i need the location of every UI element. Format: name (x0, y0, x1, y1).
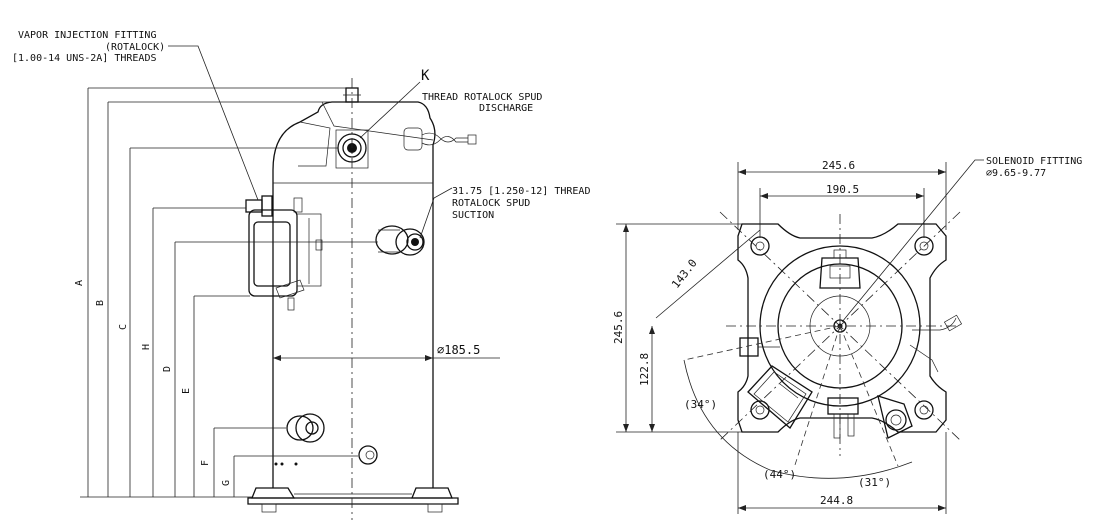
suction-callout-line2: ROTALOCK SPUD (452, 198, 530, 209)
base-plate-outline (737, 223, 947, 433)
discharge-callout-line2: DISCHARGE (479, 103, 533, 114)
dim-letter-h: H (141, 344, 152, 350)
k-letter: K (421, 68, 430, 84)
height-left-label: 245.6 (612, 311, 625, 344)
width-top-label: 245.6 (822, 159, 855, 172)
dim-letter-d: D (162, 366, 173, 372)
suction-callout-line3: SUCTION (452, 210, 494, 221)
lower-fitting-upper (286, 413, 325, 443)
diameter-dimension (273, 355, 500, 361)
height-mid-label: 122.8 (638, 353, 651, 386)
solenoid-leader (841, 159, 984, 323)
angle-31-label: (31°) (858, 476, 891, 489)
angle-line-31 (839, 325, 899, 467)
left-height-dimensions (616, 223, 742, 433)
dim-letter-c: C (118, 324, 129, 330)
vapor-callout-line2: (ROTALOCK) (105, 42, 165, 53)
vapor-injection-fitting (245, 195, 303, 217)
top-view: 245.6 190.5 244.8 245.6 122.8 143.0 (34°… (612, 159, 984, 514)
compressor-shell (272, 101, 436, 488)
vapor-callout-line3: [1.00-14 UNS-2A] THREADS (12, 53, 157, 64)
vapor-callout-line1: VAPOR INJECTION FITTING (18, 30, 156, 41)
top-view-left-fitting (739, 337, 780, 357)
dim-letter-a: A (74, 280, 85, 286)
bottom-width-dimension (737, 432, 947, 514)
angle-arc (683, 359, 913, 479)
dim-letter-e: E (181, 388, 192, 394)
top-view-bottom-fittings (827, 395, 913, 439)
height-dimensions (80, 87, 378, 498)
top-width-dimensions (737, 162, 947, 238)
vapor-leader (168, 45, 259, 201)
angle-44-label: (44°) (763, 468, 796, 481)
terminal-wire (403, 127, 477, 151)
electrical-box (248, 209, 323, 311)
solenoid-callout-line2: ∅9.65-9.77 (986, 168, 1046, 179)
lower-fitting-lower (274, 445, 378, 466)
diagonal-dimension (655, 229, 761, 319)
solenoid-callout-line1: SOLENOID FITTING (986, 156, 1082, 167)
suction-callout-line1: 31.75 [1.250-12] THREAD (452, 186, 590, 197)
suction-leader (419, 187, 453, 239)
width-bottom-label: 244.8 (820, 494, 853, 507)
suction-fitting (375, 225, 425, 256)
angle-line-44 (793, 325, 841, 469)
side-view: A B C H D E F G ∅185.5 (74, 45, 500, 520)
solenoid-fitting (909, 314, 963, 373)
discharge-callout-line1: THREAD ROTALOCK SPUD (422, 92, 542, 103)
angle-34-label: (34°) (684, 398, 717, 411)
angle-line-34 (683, 325, 841, 361)
discharge-leader (359, 81, 421, 139)
diagonal-label: 143.0 (669, 257, 700, 291)
dim-letter-b: B (95, 300, 106, 306)
top-view-electrical-box (747, 365, 813, 429)
dim-letter-f: F (200, 460, 211, 466)
dim-letter-g: G (221, 480, 232, 486)
mounting-base (247, 487, 459, 513)
diameter-label: ∅185.5 (437, 343, 480, 357)
width-inner-label: 190.5 (826, 183, 859, 196)
